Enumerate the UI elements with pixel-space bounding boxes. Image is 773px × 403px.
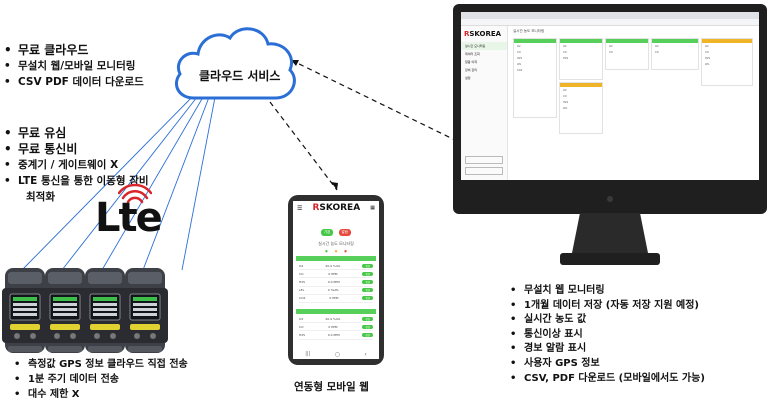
phone-nav-bar: ||| ○ ‹: [293, 349, 379, 359]
feature-item: 실시간 농도 값: [510, 313, 705, 328]
monitor-brand-logo: RSKOREA: [464, 30, 502, 38]
phone-brand-logo: RSKOREA: [312, 203, 361, 213]
device-card: O2 CO H2S LEL CO2: [513, 38, 557, 118]
monitor-page-title: 실시간 농도 모니터링: [513, 29, 545, 33]
device-feature-list: 측정값 GPS 정보 클라우드 직접 전송 1분 주기 데이터 전송 대수 제한…: [14, 357, 188, 402]
recent-apps-icon[interactable]: |||: [305, 351, 311, 357]
power-indicator: [607, 196, 613, 202]
phone-subtitle: 실시간 농도 모니터링: [318, 241, 354, 246]
feature-item: 1분 주기 데이터 전송: [14, 372, 188, 387]
sidebar-item[interactable]: 설정: [465, 76, 471, 80]
monitor-screen: RSKOREA 실시간 모니터링 데이터 조회 알람 이력 장비 관리 설정 실…: [461, 12, 759, 180]
feature-item: 무료 통신비: [4, 141, 149, 157]
phone-device-header: [296, 256, 376, 261]
feature-item: 중계기 / 게이트웨이 X: [4, 157, 149, 173]
desktop-monitor: RSKOREA 실시간 모니터링 데이터 조회 알람 이력 장비 관리 설정 실…: [453, 4, 767, 214]
lte-feature-list: 무료 유심 무료 통신비 중계기 / 게이트웨이 X LTE 통신을 통한 이동…: [4, 125, 149, 205]
phone-caption: 연동형 모바일 웹: [294, 381, 369, 393]
back-icon[interactable]: ‹: [364, 350, 367, 358]
monitor-sidebar: RSKOREA 실시간 모니터링 데이터 조회 알람 이력 장비 관리 설정: [461, 26, 508, 180]
feature-item: 사용자 GPS 정보: [510, 357, 705, 372]
feature-item: 대수 제한 X: [14, 387, 188, 402]
cloud-feature-list: 무료 클라우드 무설치 웹/모바일 모니터링 CSV PDF 데이터 다운로드: [4, 42, 144, 90]
phone-device-header: [296, 308, 376, 314]
signal-icon: [118, 183, 152, 204]
feature-item: 최적화: [26, 191, 55, 203]
phone-btn-basic[interactable]: 기본: [321, 229, 334, 236]
feature-item: 1개월 데이터 저장 (자동 저장 지원 예정): [510, 299, 705, 314]
device-card: O2 CO H2S LEL: [701, 38, 753, 86]
legend-dot-icon: ●: [334, 249, 338, 253]
sidebar-item[interactable]: 장비 관리: [465, 68, 477, 72]
feature-item: 측정값 GPS 정보 클라우드 직접 전송: [14, 357, 188, 372]
feature-item: 무설치 웹/모바일 모니터링: [4, 58, 144, 74]
lte-logo: Lte: [95, 195, 163, 241]
feature-item: 무료 클라우드: [4, 42, 144, 58]
cloud-icon: [175, 27, 296, 100]
device-card: O2 CO H2S LEL: [559, 82, 603, 134]
sidebar-item[interactable]: 실시간 모니터링: [461, 42, 507, 50]
grid-icon[interactable]: ▦: [370, 205, 375, 211]
legend-dot-icon: ●: [344, 249, 347, 253]
monitor-stand: [560, 213, 660, 265]
feature-item: LTE 통신을 통한 이동형 장비: [4, 173, 149, 189]
sidebar-button[interactable]: [465, 156, 503, 164]
browser-address-bar: [461, 19, 759, 26]
gas-detector: [122, 268, 168, 354]
device-card: O2 CO: [605, 38, 649, 70]
monitor-feature-list: 무설치 웹 모니터링 1개월 데이터 저장 (자동 저장 지원 예정) 실시간 …: [510, 284, 705, 386]
feature-item: CSV PDF 데이터 다운로드: [4, 74, 144, 90]
phone-btn-alarm[interactable]: 알람: [338, 229, 351, 236]
device-card: O2 CO H2S: [559, 38, 603, 80]
home-icon[interactable]: ○: [334, 350, 340, 358]
device-card: O2 CO: [651, 38, 699, 70]
feature-item: 무료 유심: [4, 125, 149, 141]
feature-item: 경보 알람 표시: [510, 342, 705, 357]
browser-tab-bar: [461, 12, 759, 19]
sidebar-item[interactable]: 알람 이력: [465, 60, 477, 64]
feature-item: 무설치 웹 모니터링: [510, 284, 705, 299]
cloud-label: 클라우드 서비스: [199, 69, 281, 83]
sidebar-item[interactable]: 데이터 조회: [465, 52, 480, 56]
menu-icon[interactable]: ☰: [297, 204, 303, 212]
feature-item: 통신이상 표시: [510, 328, 705, 343]
sidebar-button[interactable]: [465, 167, 503, 175]
legend-dot-icon: ●: [325, 249, 328, 253]
feature-item: CSV, PDF 다운로드 (모바일에서도 가능): [510, 372, 705, 387]
